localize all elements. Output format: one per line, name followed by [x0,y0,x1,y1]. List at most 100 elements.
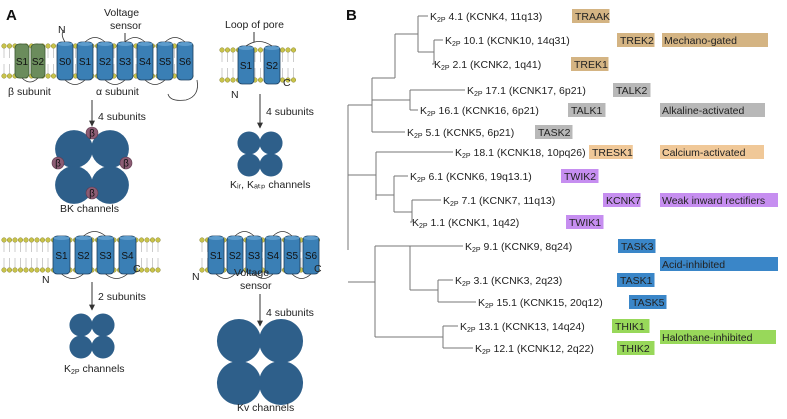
k2p-channels-label: K2P channels [64,363,125,376]
group-box-0 [662,33,768,47]
tree-leaf-task5: K2P 15.1 (KCNK15, 20q12) [478,297,603,310]
lipid-head [28,267,35,273]
helix-loop [245,41,273,47]
tag-box-trek2 [617,33,655,47]
helix-label-s3: S3 [248,251,261,262]
helix-cap [97,236,114,240]
lipid-head [1,43,7,49]
tag-talk1: TALK1 [571,105,602,117]
subunit-2 [259,131,283,155]
tree-leaf-tresk1: K2P 18.1 (KCNK18, 10pq26) [455,147,586,160]
beta-helix-label-s1: S1 [16,57,29,68]
beta-loop [21,77,39,83]
lipid-head [1,73,7,79]
tree-group-labels: Mechano-gatedAlkaline-activatedCalcium-a… [660,33,778,344]
beta-dot-1 [85,126,99,140]
tag-tresk1: TRESK1 [592,147,633,159]
tag-box-kcnk7 [603,193,641,207]
bk-n-terminus: N [58,24,66,36]
group-label-acid-inhibited: Acid-inhibited [662,259,725,271]
lipid-head [39,237,46,243]
lipid-head [6,43,13,49]
kv-subunits-label: 4 subunits [266,307,314,319]
panel-a-label: A [6,7,17,24]
helix-cap [57,42,73,46]
k2p-c-terminus: C [133,263,141,275]
beta-dot-label: β [89,189,95,200]
tree-leaf-twik1: K2P 1.1 (KCNK1, 1q42) [412,217,519,230]
lipid-head [219,77,225,83]
helix-cap [177,42,193,46]
kir-tetramer [237,131,283,177]
lipid-head [290,47,297,53]
tree-leaf-trek1: K2P 2.1 (KCNK2, 1q41) [434,59,541,72]
beta-dot-label: β [123,159,129,170]
tree-leaf-twik2: K2P 6.1 (KCNK6, 19q13.1) [410,171,532,184]
helix-loop [164,37,186,43]
kv-voltage-sensor-label-2: sensor [240,280,272,292]
tag-box-trek1 [571,57,609,71]
helix-cap [264,46,280,50]
helix-cap [303,236,319,240]
kv-voltage-sensor-label-1: Voltage [234,267,269,279]
helix-loop [104,79,126,85]
beta-dot-label: β [89,129,95,140]
tree-leaf-task1: K2P 3.1 (KCNK3, 2q23) [455,275,562,288]
lipid-head [199,267,205,273]
group-box-5 [660,330,776,344]
subunit-4 [91,335,115,359]
tag-box-twik2 [561,169,599,183]
subunit-3 [216,360,262,406]
helix-cap [227,236,243,240]
kir-c-terminus: C [283,77,291,89]
subunit-2 [258,318,304,364]
tree-leaf-talk2: K2P 17.1 (KCNK17, 6p21) [467,85,586,98]
tree-leaf-task2: K2P 5.1 (KCNK5, 6p21) [407,127,514,140]
helix-label-s4: S4 [139,57,152,68]
lipid-head [144,237,150,243]
helix-label-s2: S2 [99,57,112,68]
tag-box-task2 [535,125,573,139]
helix-cap [137,42,153,46]
lipid-head [199,237,205,243]
tree-leaf-traak: K2P 4.1 (KCNK4, 11q13) [430,11,542,24]
bk-voltage-sensor-label-1: Voltage [104,7,139,19]
helix-label-s1: S1 [55,251,68,262]
lipid-head [34,267,40,273]
tag-kcnk7: KCNK7 [606,195,641,207]
subunit-2 [91,313,115,337]
lipid-head [34,237,40,243]
helix-loop [272,231,293,237]
subunit-4 [259,153,283,177]
lipid-head [257,77,264,83]
tree-leaf-talk1: K2P 16.1 (KCNK16, 6p21) [420,105,539,118]
helix-loop [84,37,106,43]
helix-label-s5: S5 [286,251,299,262]
helix-label-s4: S4 [267,251,280,262]
subunit-4 [258,360,304,406]
tag-box-talk1 [568,103,606,117]
tag-box-task1 [617,273,655,287]
k2p-subunits-label: 2 subunits [98,291,146,303]
tag-traak: TRAAK [575,11,610,23]
k2p-dimer-shape [69,313,115,359]
group-label-mechano-gated: Mechano-gated [664,35,737,47]
helix-label-s4: S4 [121,251,134,262]
subunit-3 [237,153,261,177]
lipid-head [155,237,161,243]
tag-box-task5 [629,295,667,309]
k2p-n-terminus: N [42,274,50,286]
subunit-3 [69,335,93,359]
group-label-alkaline-activated: Alkaline-activated [662,105,744,117]
tag-box-traak [572,9,610,23]
subunit-1 [216,318,262,364]
lipid-head [155,267,161,273]
subunit-3 [55,166,93,204]
group-box-1 [660,103,765,117]
subunit-1 [69,313,93,337]
